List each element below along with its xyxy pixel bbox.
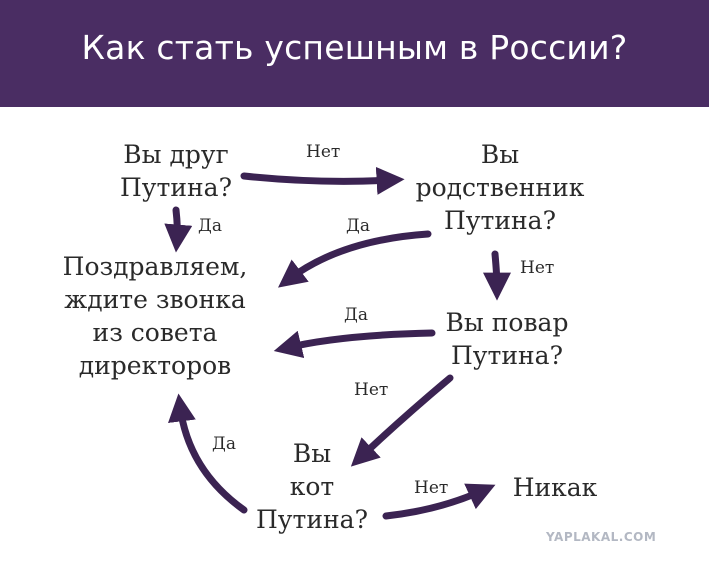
edge-label-friend-relative: Нет [306, 142, 341, 162]
arrow-cat-to-congrats [168, 393, 248, 514]
node-relative: Вы родственник Путина? [400, 138, 600, 237]
node-text: родственник [415, 173, 585, 202]
edge-label-cat-congrats: Да [212, 434, 236, 454]
node-never: Никак [500, 471, 610, 504]
node-text: ждите звонка [64, 285, 246, 314]
page-title: Как стать успешным в России? [81, 28, 628, 67]
node-congrats: Поздравляем, ждите звонка из совета дире… [44, 250, 266, 382]
node-cook: Вы повар Путина? [428, 306, 586, 372]
node-text: Вы повар [445, 308, 569, 337]
node-cat: Вы кот Путина? [244, 437, 380, 536]
node-friend: Вы друг Путина? [98, 138, 254, 204]
edge-label-cook-cat: Нет [354, 380, 389, 400]
node-text: Путина? [444, 206, 556, 235]
edge-label-relative-congrats: Да [346, 216, 370, 236]
node-text: Путина? [256, 505, 368, 534]
node-text: директоров [78, 351, 232, 380]
title-banner: Как стать успешным в России? [0, 0, 709, 107]
arrow-friend-to-congrats [164, 206, 193, 253]
arrow-relative-to-cook [482, 250, 511, 301]
arrow-friend-to-relative [240, 166, 405, 195]
node-text: Никак [512, 473, 598, 502]
node-text: кот [289, 472, 335, 501]
edge-label-cook-congrats: Да [344, 305, 368, 325]
arrow-cook-to-cat [350, 374, 454, 467]
node-text: Путина? [451, 341, 563, 370]
arrow-relative-to-congrats [278, 230, 432, 288]
node-text: из совета [92, 318, 218, 347]
arrow-cat-to-never [382, 483, 496, 520]
arrow-cook-to-congrats [273, 329, 436, 359]
node-text: Вы друг [123, 140, 229, 169]
edge-label-friend-congrats: Да [198, 216, 222, 236]
node-text: Вы [292, 439, 332, 468]
node-text: Вы [480, 140, 520, 169]
watermark: YAPLAKAL.COM [546, 530, 657, 544]
edge-label-cat-never: Нет [414, 478, 449, 498]
node-text: Поздравляем, [62, 252, 248, 281]
edge-label-relative-cook: Нет [520, 258, 555, 278]
node-text: Путина? [120, 173, 232, 202]
